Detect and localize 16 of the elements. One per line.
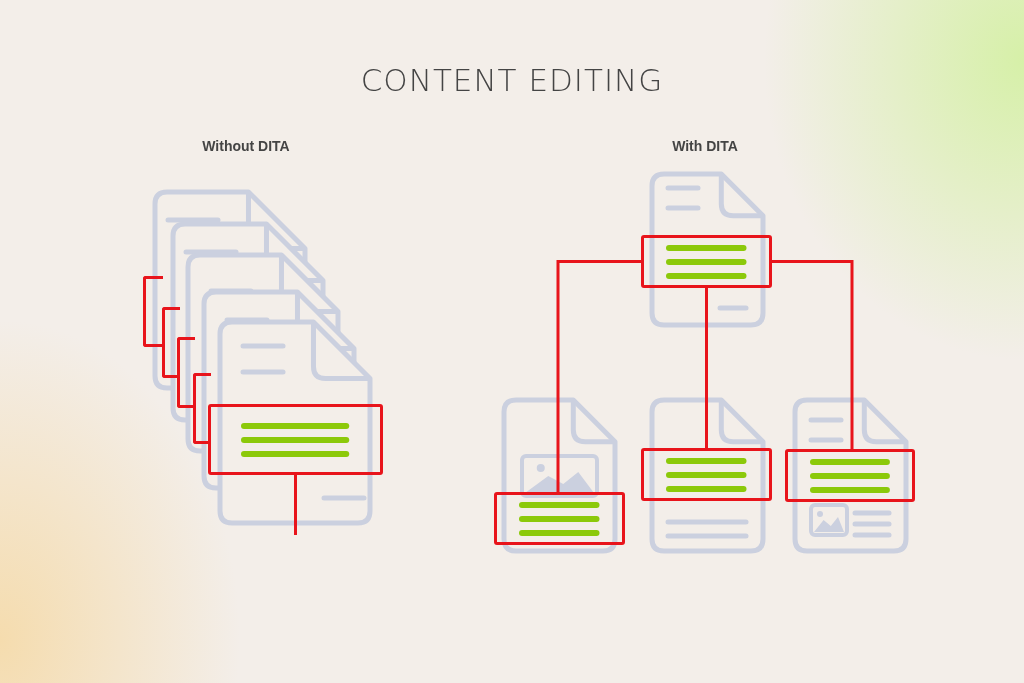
- content-block: [162, 307, 180, 378]
- content-block: [143, 276, 163, 347]
- content-block: [785, 449, 915, 502]
- content-block: [177, 337, 195, 408]
- connector-line: [772, 260, 854, 449]
- section-heading: Without DITA: [202, 138, 290, 154]
- content-block: [641, 448, 772, 501]
- content-block: [208, 404, 383, 475]
- content-block: [193, 373, 211, 444]
- connector-line: [705, 288, 708, 448]
- section-heading: With DITA: [672, 138, 738, 154]
- content-block: [641, 235, 772, 288]
- content-block: [494, 492, 625, 545]
- connector-line: [556, 260, 641, 492]
- diagram-title: CONTENT EDITING: [359, 62, 665, 98]
- connector-line: [294, 475, 297, 535]
